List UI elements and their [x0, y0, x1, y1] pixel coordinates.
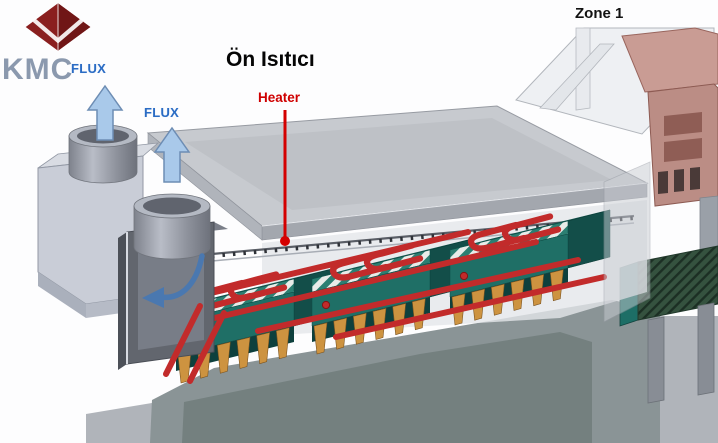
zone1-machinery [515, 27, 718, 404]
kmc-logo-icon [25, 3, 91, 51]
flux-label-lower: FLUX [144, 105, 180, 120]
heater-label: Heater [258, 90, 301, 105]
enclosure-cover [146, 105, 649, 241]
flux-up-arrow-icon [153, 126, 191, 183]
zone-label: Zone 1 [575, 5, 624, 22]
enclosure-right-wall [603, 161, 651, 323]
preheater-title: Ön Isıtıcı [226, 48, 315, 71]
flow-curve-arrow-icon [142, 253, 205, 308]
kmc-logo-text: KMC [2, 53, 74, 86]
exhaust-duct-rear [133, 193, 211, 260]
heater-pointer [280, 110, 290, 246]
floor-shadow [86, 300, 718, 443]
heater-tube-ends [163, 303, 227, 384]
heater-tubes [187, 229, 607, 340]
kmc-logo: KMC [2, 0, 114, 85]
flux-label-upper: FLUX [71, 61, 107, 76]
flux-up-arrow-icon [86, 84, 124, 141]
